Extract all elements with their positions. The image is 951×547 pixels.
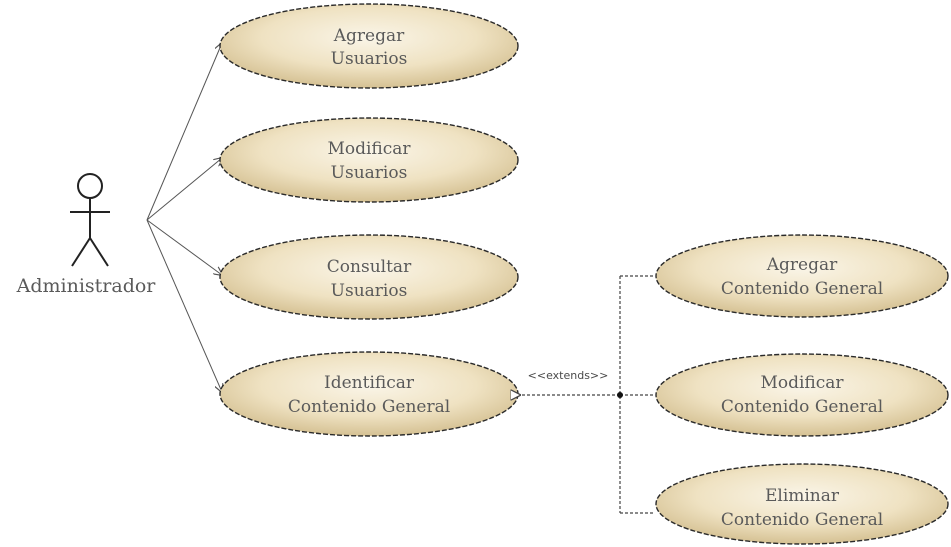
use-case-label-line2: Usuarios (331, 49, 408, 69)
use-case-modificar-usuarios[interactable]: Modificar Usuarios (219, 117, 519, 203)
association-agregar-usuarios (146, 43, 222, 221)
use-case-label-line1: Identificar (324, 373, 415, 393)
association-consultar-usuarios (146, 219, 222, 275)
use-case-consultar-usuarios[interactable]: Consultar Usuarios (219, 234, 519, 320)
use-case-label-line2: Contenido General (721, 510, 883, 530)
use-case-label-line1: Modificar (760, 373, 844, 393)
use-case-label-line2: Usuarios (331, 163, 408, 183)
actor-right-leg (89, 237, 109, 267)
use-case-ellipse (655, 353, 949, 437)
extends-junction-dot (617, 392, 623, 398)
actor-head (77, 173, 103, 199)
actor-administrador: Administrador (16, 173, 157, 297)
use-case-label-line1: Consultar (327, 257, 412, 277)
actor-label: Administrador (16, 275, 157, 297)
use-case-ellipse (655, 234, 949, 318)
use-case-agregar-contenido-general[interactable]: Agregar Contenido General (655, 234, 949, 318)
use-case-label-line1: Agregar (766, 255, 838, 275)
extends-relations: <<extends>> (520, 275, 655, 514)
association-modificar-usuarios (146, 158, 222, 221)
use-case-identificar-contenido-general[interactable]: Identificar Contenido General (219, 351, 519, 437)
use-case-ellipse (655, 463, 949, 545)
use-case-eliminar-contenido-general[interactable]: Eliminar Contenido General (655, 463, 949, 545)
use-case-modificar-contenido-general[interactable]: Modificar Contenido General (655, 353, 949, 437)
use-case-ellipse (219, 3, 519, 89)
use-case-label-line1: Agregar (333, 26, 405, 46)
associations (146, 43, 222, 392)
use-case-ellipse (219, 117, 519, 203)
use-case-label-line1: Modificar (327, 139, 411, 159)
use-case-label-line2: Contenido General (288, 397, 450, 417)
use-case-ellipse (219, 234, 519, 320)
extends-label: <<extends>> (528, 369, 609, 382)
use-case-label-line2: Contenido General (721, 397, 883, 417)
use-case-agregar-usuarios[interactable]: Agregar Usuarios (219, 3, 519, 89)
association-identificar-contenido (146, 219, 222, 392)
use-case-label-line1: Eliminar (765, 486, 840, 506)
actor-left-leg (71, 237, 91, 267)
use-case-label-line2: Usuarios (331, 281, 408, 301)
use-case-ellipse (219, 351, 519, 437)
use-case-label-line2: Contenido General (721, 279, 883, 299)
